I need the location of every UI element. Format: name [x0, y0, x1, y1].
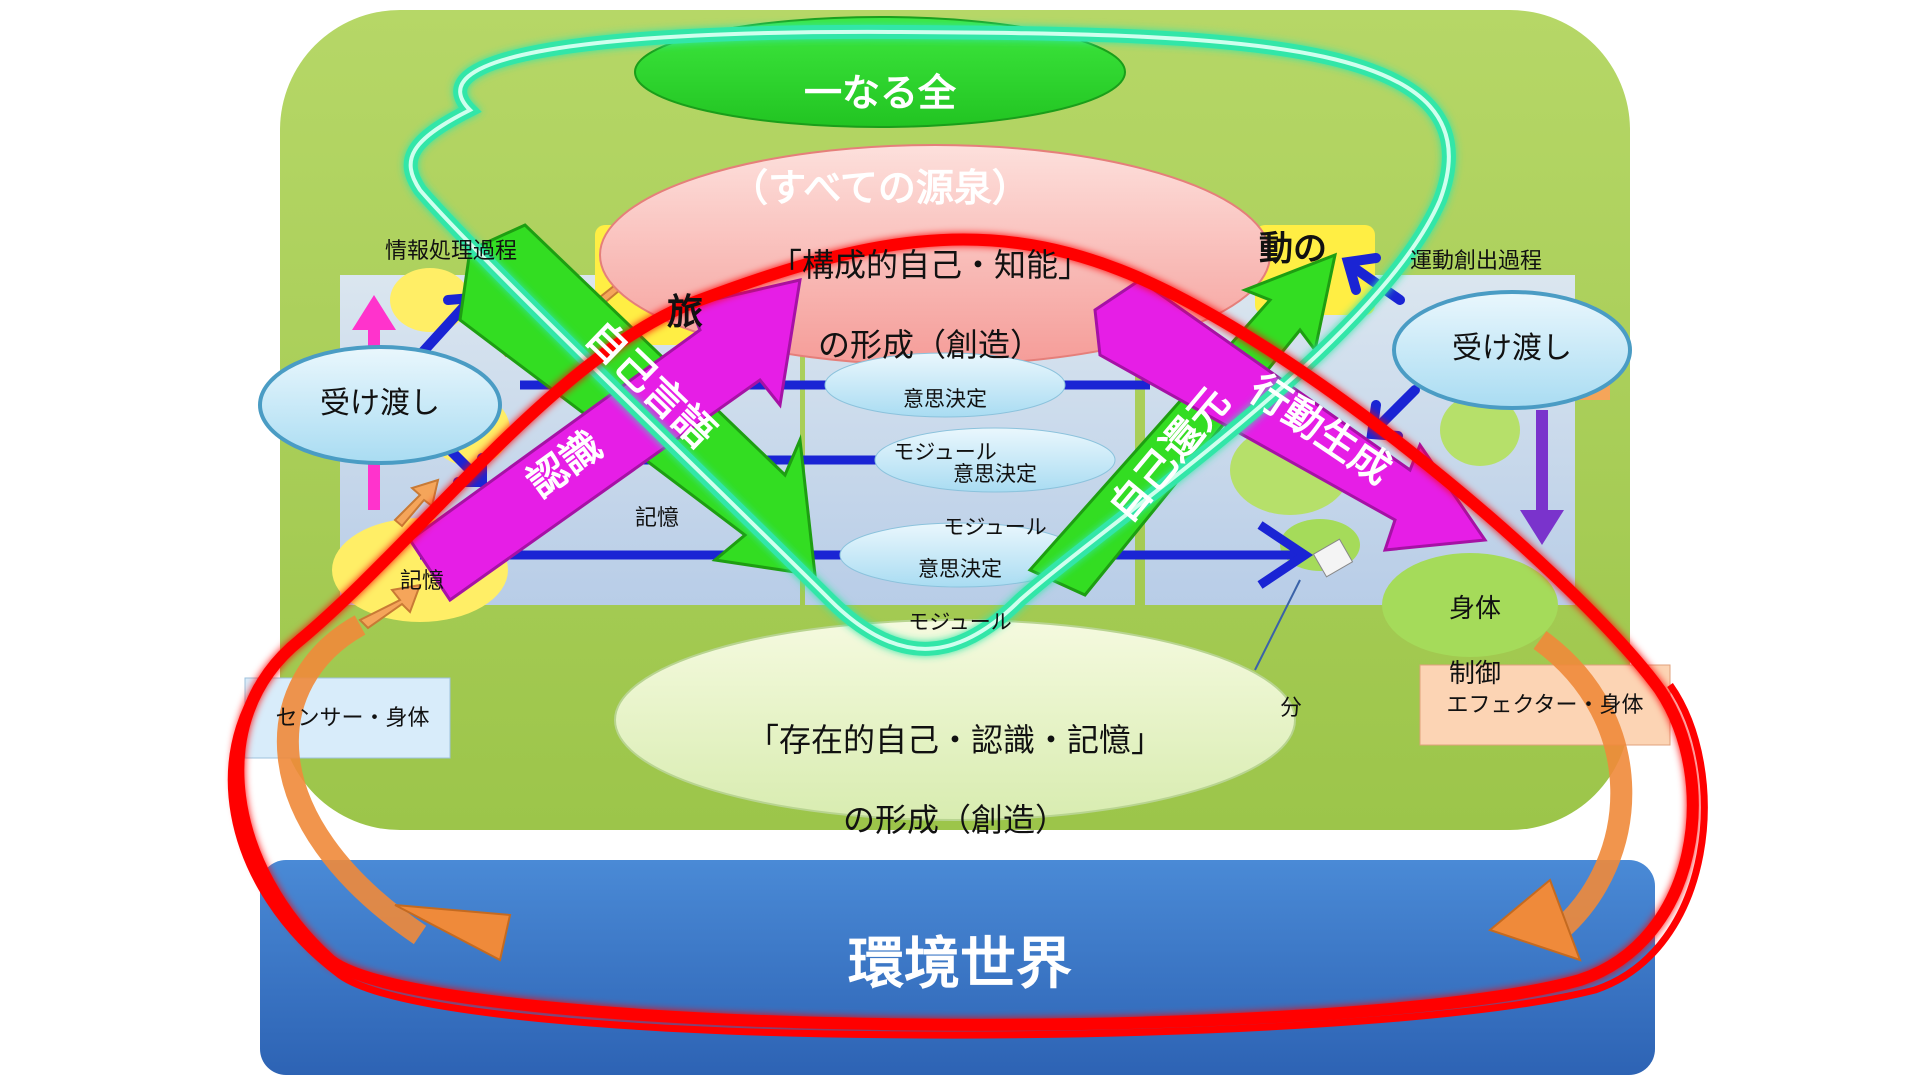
effector-box: [1419, 664, 1671, 746]
green-blob-2: [1440, 394, 1520, 466]
existential-self-oval: [614, 619, 1296, 821]
red-loop: [232, 233, 1699, 1031]
decision-module-3-label: 意思決定 モジュール: [880, 530, 1040, 635]
body-control-line2: 制御: [1448, 658, 1501, 689]
pointer-line: [1254, 579, 1301, 671]
decision-module-1-line2: モジュール: [893, 439, 997, 464]
orange-curved-arrow-right: [1487, 631, 1633, 962]
cyan-loop-inner: [408, 29, 1451, 651]
constructive-self-line1: 「構成的自己・知能」: [769, 246, 1090, 284]
memory-left-label: 記憶: [400, 569, 445, 594]
handoff-right-bubble: [1392, 290, 1632, 410]
one-whole-line1: 一なる全: [803, 70, 956, 115]
constructive-self-label: 「構成的自己・知能」 の形成（創造）: [720, 205, 1140, 365]
existential-self-line1: 「存在的自己・認識・記憶」: [746, 721, 1163, 759]
decision-module-2-line2: モジュール: [943, 514, 1047, 539]
existential-self-label: 「存在的自己・認識・記憶」 の形成（創造）: [720, 680, 1190, 840]
memory-label: 記憶: [635, 506, 680, 531]
arrow-motion-gen: [1093, 278, 1488, 552]
effector-body-label: エフェクター・身体: [1446, 693, 1644, 718]
memory-partial-label: 分: [1280, 696, 1303, 721]
purple-down-arrow: [1520, 410, 1564, 545]
orange-curved-arrow-left: [276, 615, 512, 962]
red-loop-outer: [227, 647, 1708, 1039]
one-whole-line2: （すべての源泉）: [730, 165, 1030, 210]
decision-module-1-line1: 意思決定: [903, 387, 987, 412]
body-control-line1: 身体: [1448, 593, 1501, 624]
decision-module-2-label: 意思決定 モジュール: [915, 435, 1075, 540]
decision-module-1-label: 意思決定 モジュール: [865, 360, 1025, 465]
handoff-left-bubble: [258, 345, 502, 465]
environment-label: 環境世界: [848, 932, 1072, 997]
sensor-body-label: センサー・身体: [275, 706, 430, 731]
small-white-box: [1312, 538, 1354, 578]
arrow-recognition: [407, 278, 802, 603]
motion-process-label: 運動創出過程: [1410, 249, 1543, 274]
one-whole-label: 一なる全 （すべての源泉）: [700, 22, 1060, 212]
fragment-left-label: 旅: [666, 292, 703, 333]
fragment-right-label: 動の: [1259, 229, 1327, 269]
decision-module-2: [874, 427, 1116, 493]
body-control-blob: [1382, 553, 1558, 657]
existential-self-line2: の形成（創造）: [842, 801, 1067, 839]
decision-module-2-line1: 意思決定: [953, 462, 1037, 487]
decision-module-3-line2: モジュール: [908, 609, 1012, 634]
constructive-self-line2: の形成（創造）: [817, 326, 1042, 364]
decision-module-1: [824, 352, 1066, 418]
body-control-label: 身体 制御: [1430, 560, 1520, 690]
decision-module-3-line1: 意思決定: [918, 557, 1002, 582]
handoff-right-label: 受け渡し: [1452, 331, 1572, 366]
one-whole-oval: [634, 16, 1126, 128]
info-process-label: 情報処理過程: [385, 239, 518, 264]
handoff-left-label: 受け渡し: [320, 386, 440, 421]
